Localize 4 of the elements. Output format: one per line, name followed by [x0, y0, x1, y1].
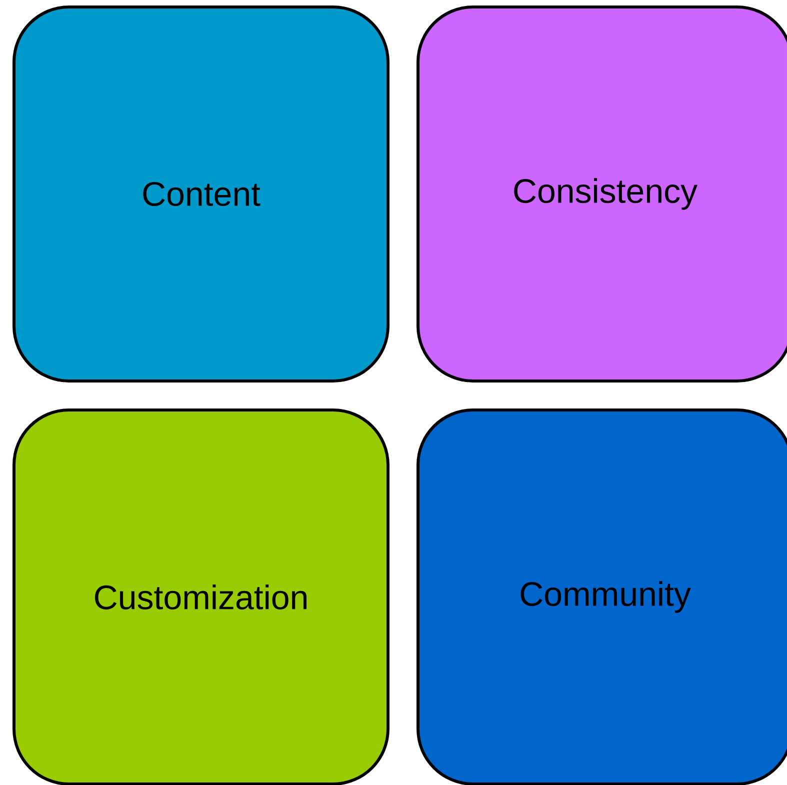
rounded-box: Consistency — [416, 6, 787, 382]
rounded-box: Community — [416, 408, 787, 785]
rounded-box: Content — [12, 6, 390, 382]
rounded-box: Customization — [12, 408, 390, 785]
